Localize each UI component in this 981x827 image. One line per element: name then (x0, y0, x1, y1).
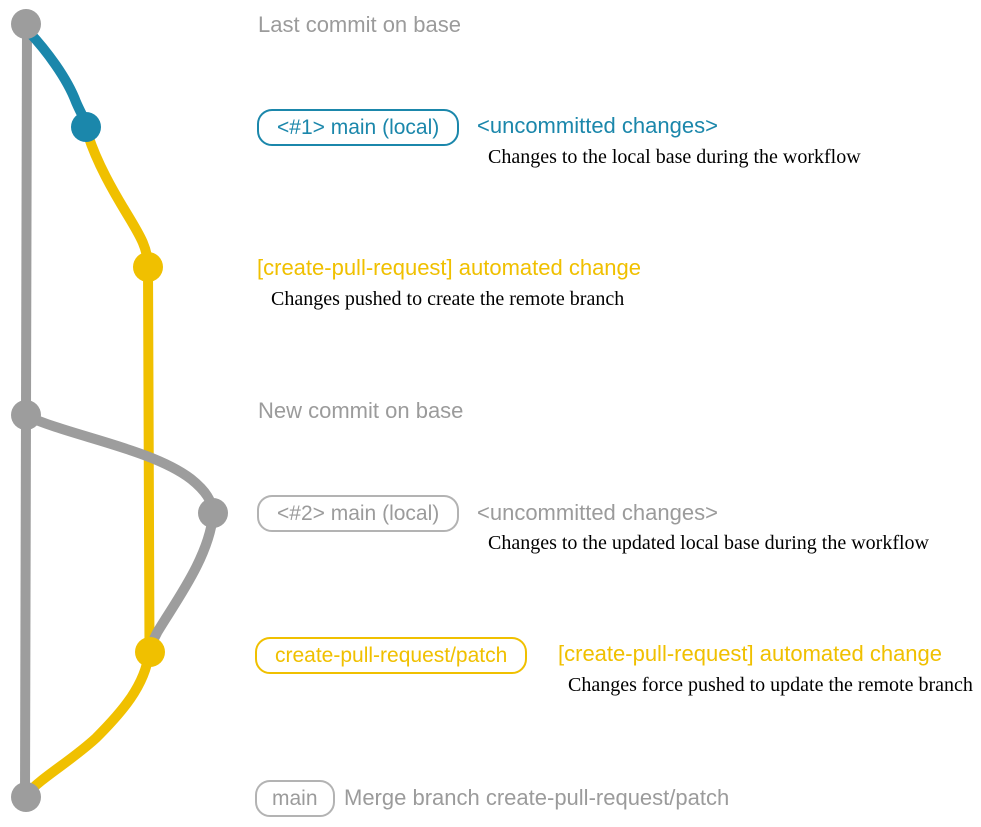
note-local-base: Changes to the local base during the wor… (488, 146, 861, 168)
branch-badge-main-2: <#2> main (local) (257, 495, 460, 532)
last-commit-label: Last commit on base (258, 12, 461, 37)
branch-badge-main-1: <#1> main (local) (257, 109, 460, 146)
uncommitted-changes-label-1: <uncommitted changes> (477, 113, 718, 138)
note-updated-local-base: Changes to the updated local base during… (488, 532, 929, 554)
edge-patch-merge-to-base (22, 648, 154, 799)
commit-main-local-2 (198, 498, 228, 528)
automated-change-label-2: [create-pull-request] automated change (558, 641, 943, 666)
edge-main-local-2-to-patch (145, 510, 218, 656)
note-pushed-create: Changes pushed to create the remote bran… (271, 288, 625, 310)
git-graph (11, 9, 228, 812)
merge-commit-label: Merge branch create-pull-request/patch (344, 785, 730, 810)
automated-change-label-1: [create-pull-request] automated change (257, 255, 642, 280)
commit-new-on-base (11, 400, 41, 430)
commit-merge (11, 782, 41, 812)
commit-last-on-base (11, 9, 41, 39)
new-commit-label: New commit on base (258, 398, 464, 423)
note-force-pushed: Changes force pushed to update the remot… (568, 674, 973, 696)
edge-main-local-1 (24, 27, 91, 133)
edge-main-local-2 (22, 411, 218, 518)
branch-badge-patch: create-pull-request/patch (255, 637, 528, 674)
edge-patch-branch-create (83, 130, 153, 272)
commit-automated-change-1 (133, 252, 163, 282)
commit-main-local-1 (71, 112, 101, 142)
uncommitted-changes-label-2: <uncommitted changes> (477, 500, 718, 525)
branch-badge-main-final: main (255, 780, 335, 817)
commit-automated-change-2 (135, 637, 165, 667)
